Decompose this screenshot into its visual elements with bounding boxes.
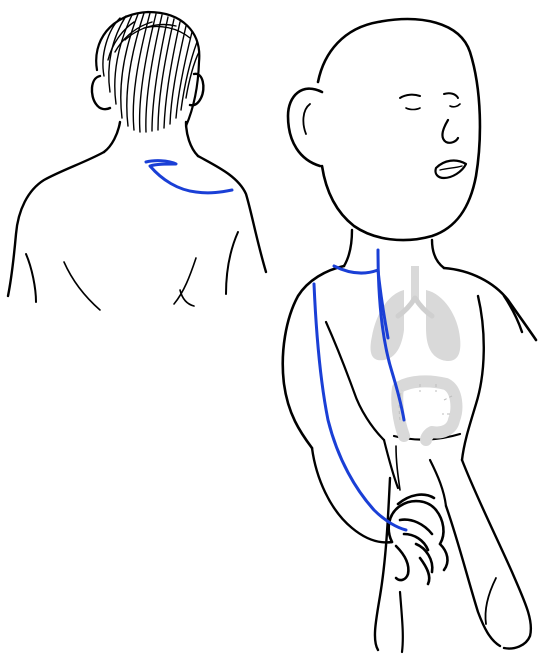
hair xyxy=(96,12,199,132)
right-eye xyxy=(444,93,458,98)
left-ear xyxy=(92,76,110,109)
front-neck-left xyxy=(344,230,352,266)
front-left-arm-outer xyxy=(312,448,392,542)
back-neck xyxy=(104,122,120,152)
nose xyxy=(442,120,458,143)
back-neck-right xyxy=(186,122,198,156)
back-view-figure xyxy=(8,12,266,310)
left-eye xyxy=(400,95,420,98)
front-hand xyxy=(389,495,448,584)
front-neck-right xyxy=(432,240,444,268)
front-view-figure xyxy=(283,19,536,652)
front-crotch xyxy=(430,460,446,506)
back-right-shoulder xyxy=(198,156,266,272)
left-eye-lower xyxy=(406,108,420,110)
front-right-knee xyxy=(485,578,496,624)
front-left-leg-inner xyxy=(400,592,403,652)
front-right-leg-outer xyxy=(462,460,531,649)
head-ear-inner xyxy=(303,104,310,134)
mouth-line xyxy=(440,166,462,170)
back-shoulder-path xyxy=(146,161,232,193)
back-left-shoulder xyxy=(8,152,104,296)
front-right-torso xyxy=(462,296,484,460)
back-left-blade xyxy=(64,262,100,310)
back-left-armpit xyxy=(26,254,36,302)
back-right-armpit xyxy=(226,232,238,294)
mouth xyxy=(435,161,466,178)
head-ear xyxy=(288,89,322,166)
large-intestine-icon xyxy=(397,381,456,440)
back-right-blade xyxy=(174,258,196,304)
front-left-leg xyxy=(375,478,390,650)
right-eye-lower xyxy=(450,104,460,107)
head-outline xyxy=(318,19,480,240)
